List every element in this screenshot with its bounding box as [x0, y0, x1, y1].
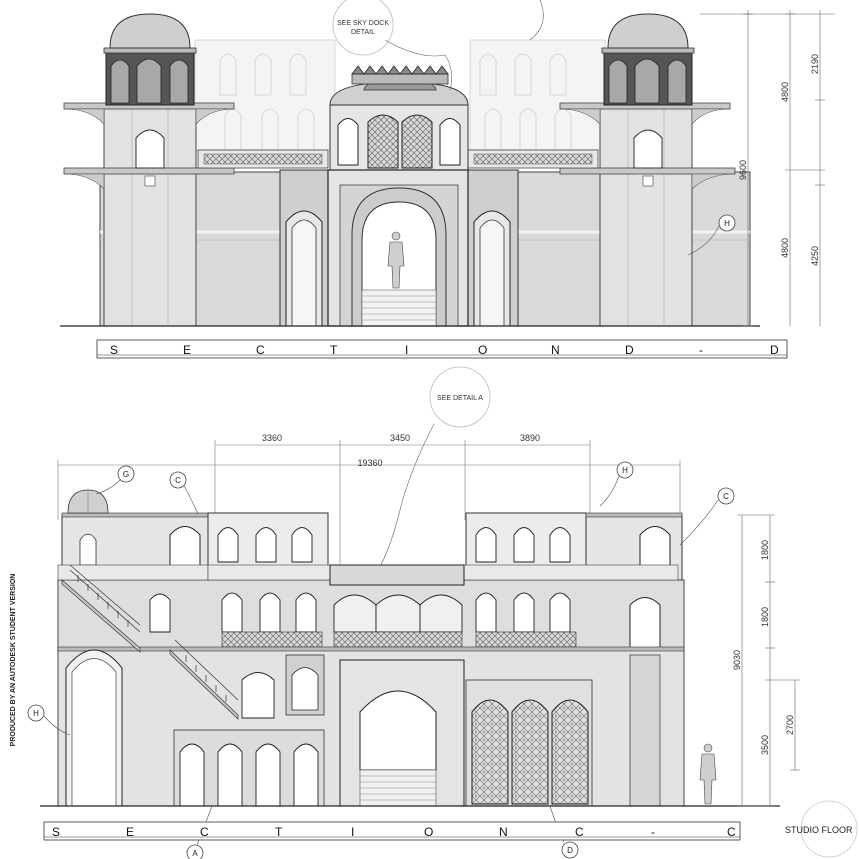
title-c-letter-6: N	[499, 825, 508, 839]
title-d-letter-1: E	[183, 343, 191, 357]
section-c-c-title: S E C T I O N C - C	[43, 821, 741, 841]
title-c-letter-4: I	[351, 825, 354, 839]
callout-detail-a: SEE DETAIL A	[377, 366, 491, 571]
title-d-letter-7: D	[625, 343, 634, 357]
tag-g-label: G	[123, 470, 129, 479]
callout-sky-dock-line1: SEE SKY DOCK	[337, 20, 389, 27]
section-c-c-drawing	[40, 489, 780, 807]
tag-c-left-label: C	[175, 476, 181, 485]
lower-arcade	[173, 729, 325, 807]
tag-h-top: H	[687, 214, 736, 256]
title-d-letter-2: C	[256, 343, 265, 357]
tag-g: G	[95, 465, 135, 495]
dim-width-overall: 19360	[357, 458, 382, 468]
title-c-letter-8: -	[651, 825, 655, 839]
dim-bottom-overall: 9030	[732, 650, 742, 670]
human-figure-bottom	[699, 743, 717, 805]
tag-c-right-label: C	[723, 492, 729, 501]
callout-detail-a-label: SEE DETAIL A	[437, 395, 483, 402]
section-d-d-drawing	[60, 13, 760, 327]
title-c-letter-2: C	[200, 825, 209, 839]
dim-top-inner-lower: 4250	[810, 246, 820, 266]
title-d-letter-3: T	[330, 343, 338, 357]
studio-floor-label: STUDIO FLOOR	[785, 825, 853, 835]
dim-width-2: 3890	[520, 433, 540, 443]
dim-top-overall: 9600	[738, 160, 748, 180]
dim-top-lower: 4800	[780, 238, 790, 258]
title-c-letter-3: T	[275, 825, 283, 839]
dim-width-1: 3450	[390, 433, 410, 443]
central-pavilion	[329, 65, 469, 171]
title-c-letter-5: O	[424, 825, 433, 839]
central-arch-lower	[339, 659, 465, 807]
tag-d-label: D	[567, 846, 573, 855]
title-d-letter-5: O	[478, 343, 487, 357]
title-c-letter-0: S	[52, 825, 60, 839]
bottom-dimension-lines	[737, 514, 800, 807]
section-d-d-title: S E C T I O N D - D	[96, 339, 788, 359]
top-balustrades	[197, 149, 599, 169]
dim-width-0: 3360	[262, 433, 282, 443]
callout-sky-dock: SEE SKY DOCK DETAIL	[332, 0, 544, 91]
studio-floor-callout: STUDIO FLOOR	[785, 800, 858, 858]
title-c-letter-1: E	[126, 825, 134, 839]
title-c-letter-7: C	[575, 825, 584, 839]
middle-tier	[57, 564, 685, 652]
title-d-letter-9: D	[770, 343, 779, 357]
autodesk-watermark: PRODUCED BY AN AUTODESK STUDENT VERSION	[10, 574, 17, 747]
human-figure-top	[387, 231, 405, 289]
tag-h-top-label: H	[724, 219, 730, 228]
tag-a-label: A	[192, 849, 198, 858]
tag-h-left: H	[27, 704, 71, 736]
staircase	[61, 564, 239, 720]
dim-bottom-inner: 2700	[785, 715, 795, 735]
title-d-letter-0: S	[110, 343, 118, 357]
width-dimension-lines	[57, 440, 681, 570]
left-tower	[63, 13, 235, 327]
lattice-screens	[465, 679, 593, 807]
dim-top-inner-upper: 2190	[810, 54, 820, 74]
title-d-letter-6: N	[551, 343, 560, 357]
title-d-letter-4: I	[405, 343, 408, 357]
dim-bottom-middle: 1800	[760, 607, 770, 627]
background-arcade-right	[469, 39, 606, 151]
background-arcade-left	[194, 39, 336, 151]
tag-h-left-label: H	[33, 709, 39, 718]
tag-h-bottom-top: H	[599, 461, 634, 507]
tag-c-right: C	[679, 487, 735, 546]
tag-h-bottom-top-label: H	[622, 466, 628, 475]
callout-sky-dock-line2: DETAIL	[351, 29, 375, 36]
tag-c-left: C	[169, 471, 199, 515]
dim-top-upper: 4800	[780, 82, 790, 102]
dim-bottom-upper: 1800	[760, 540, 770, 560]
title-d-letter-8: -	[699, 343, 703, 357]
right-tower	[559, 13, 736, 327]
title-c-letter-9: C	[727, 825, 736, 839]
dim-bottom-lower: 3500	[760, 735, 770, 755]
central-gateway	[279, 169, 519, 327]
top-dimension-lines	[700, 10, 835, 327]
